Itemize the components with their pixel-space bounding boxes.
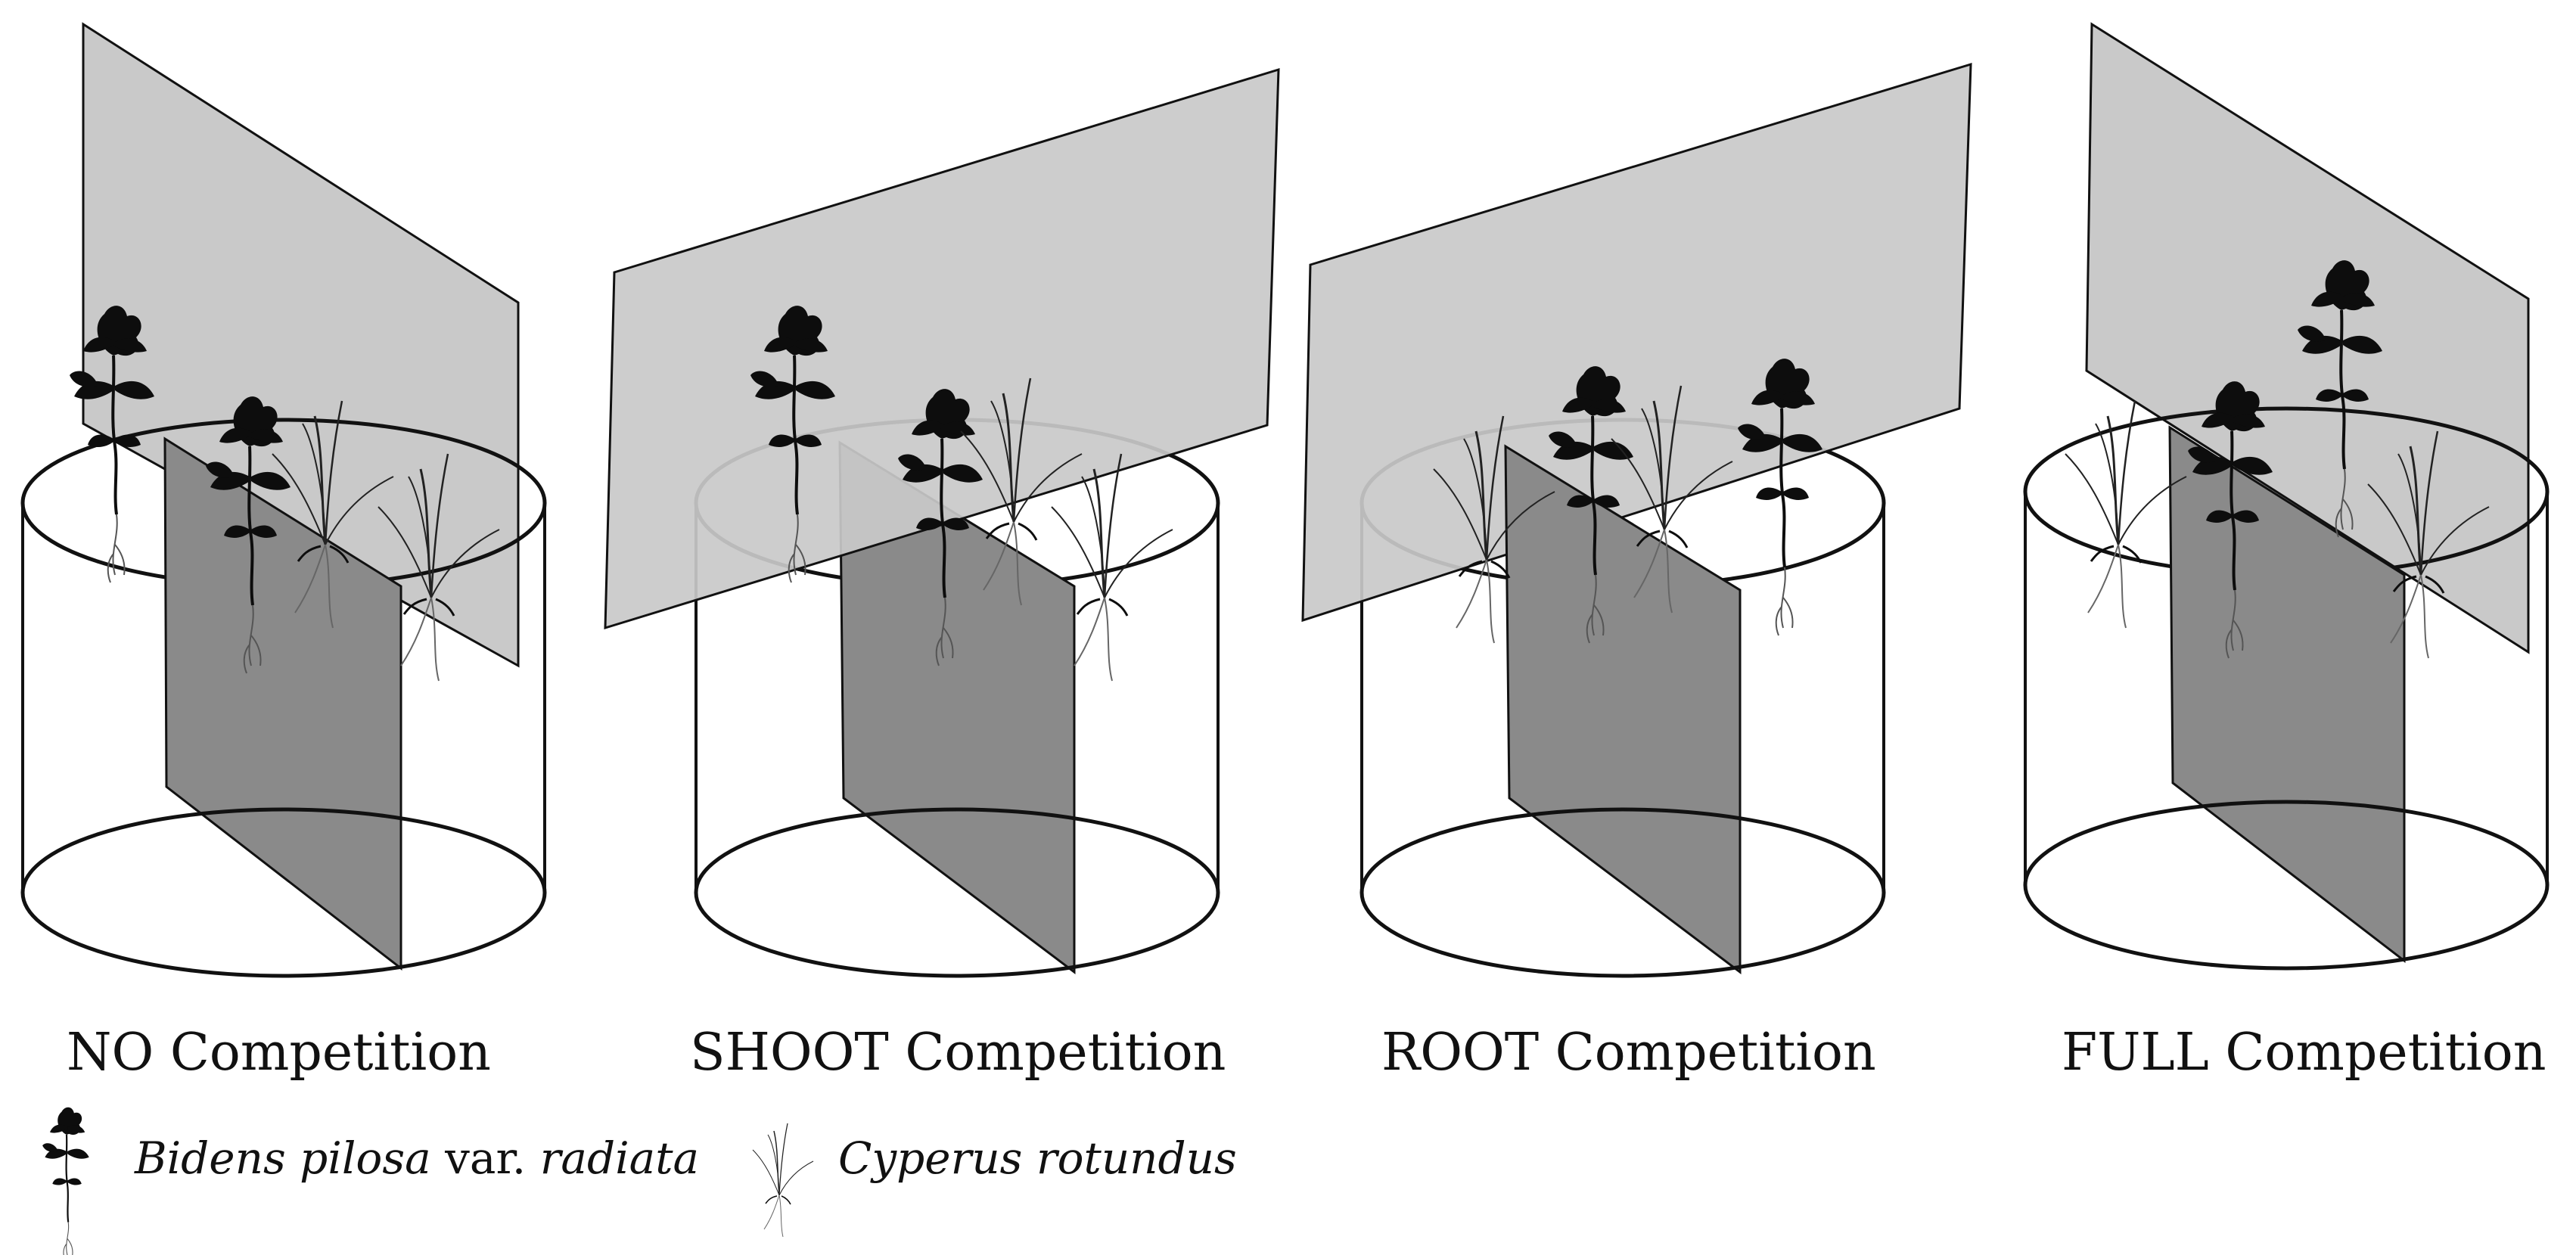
legend-bidens-label: Bidens pilosa var. radiata [135, 1132, 699, 1184]
legend-bidens-var: var. [445, 1132, 527, 1184]
pot-base [1359, 807, 1886, 978]
panel-full-competition [2023, 22, 2550, 971]
panel-label-no: NO Competition [67, 1023, 491, 1083]
panel-no-competition [20, 22, 547, 978]
legend-cyperus-label: Cyperus rotundus [838, 1132, 1237, 1184]
cyperus-plant [2064, 399, 2188, 629]
legend-bidens-icon [41, 1106, 90, 1255]
shoot-divider-panel [604, 67, 1280, 630]
panel-label-full: FULL Competition [2062, 1023, 2546, 1083]
legend-cyperus-icon [752, 1123, 814, 1238]
legend-bidens-species: Bidens pilosa [135, 1132, 431, 1184]
root-divider-panel [1504, 444, 1742, 975]
shoot-divider-panel [82, 22, 520, 668]
panel-shoot-competition [604, 67, 1280, 978]
root-divider-panel [838, 440, 1076, 975]
panel-label-root: ROOT Competition [1381, 1023, 1876, 1083]
panel-root-competition [1301, 62, 1972, 978]
panel-label-shoot: SHOOT Competition [690, 1023, 1226, 1083]
legend-bidens-variety: radiata [539, 1132, 700, 1184]
pot-base [2023, 800, 2550, 971]
pot-base [20, 807, 547, 978]
shoot-divider-panel [1301, 62, 1972, 623]
pot-base [694, 807, 1220, 978]
